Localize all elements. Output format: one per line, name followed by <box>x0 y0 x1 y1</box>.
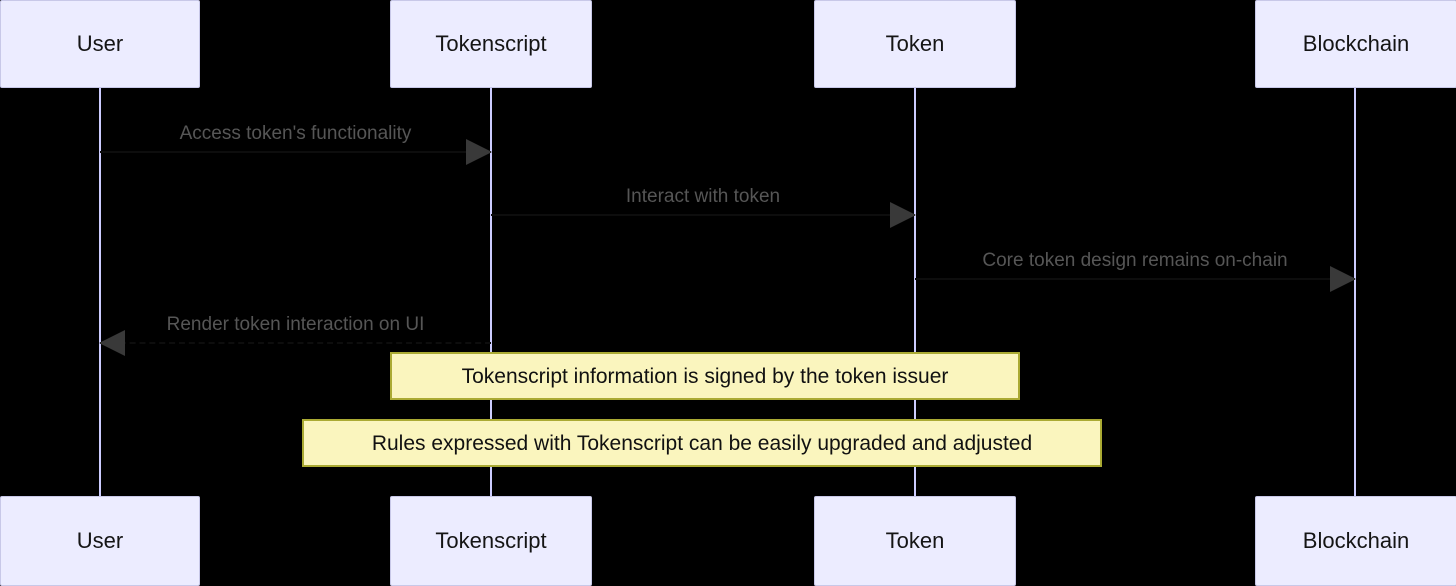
lifeline-user <box>99 88 101 498</box>
participant-blockchain-bottom[interactable]: Blockchain <box>1255 496 1456 586</box>
participant-user-top[interactable]: User <box>0 0 200 88</box>
participant-label-blockchain-bottom: Blockchain <box>1302 528 1410 553</box>
participant-label-blockchain-top: Blockchain <box>1302 31 1410 56</box>
participant-blockchain-top[interactable]: Blockchain <box>1255 0 1456 88</box>
message-label: Interact with token <box>625 186 781 207</box>
message-line <box>100 342 491 344</box>
participant-label-tokenscript-top: Tokenscript <box>435 31 547 56</box>
arrowhead-left-icon <box>99 330 125 356</box>
note-rules-upgraded-and-adjusted[interactable]: Rules expressed with Tokenscript can be … <box>302 419 1102 467</box>
note-text: Rules expressed with Tokenscript can be … <box>371 431 1033 455</box>
message-label: Access token's functionality <box>179 123 412 144</box>
message-label: Render token interaction on UI <box>166 314 425 335</box>
message-line <box>100 151 491 153</box>
lifeline-tokenscript <box>490 88 492 498</box>
participant-label-token-bottom: Token <box>885 528 945 553</box>
participant-label-user-top: User <box>76 31 124 56</box>
participant-user-bottom[interactable]: User <box>0 496 200 586</box>
arrowhead-right-icon <box>890 202 916 228</box>
participant-token-bottom[interactable]: Token <box>814 496 1016 586</box>
message-line <box>915 278 1355 280</box>
participant-label-token-top: Token <box>885 31 945 56</box>
lifeline-blockchain <box>1354 88 1356 498</box>
participant-label-user-bottom: User <box>76 528 124 553</box>
participant-label-tokenscript-bottom: Tokenscript <box>435 528 547 553</box>
note-signed-by-token-issuer[interactable]: Tokenscript information is signed by the… <box>390 352 1020 400</box>
message-label: Core token design remains on-chain <box>982 250 1288 271</box>
message-line <box>491 214 915 216</box>
lifeline-token <box>914 88 916 498</box>
participant-tokenscript-top[interactable]: Tokenscript <box>390 0 592 88</box>
participant-tokenscript-bottom[interactable]: Tokenscript <box>390 496 592 586</box>
arrowhead-right-icon <box>1330 266 1356 292</box>
note-text: Tokenscript information is signed by the… <box>461 364 949 388</box>
arrowhead-right-icon <box>466 139 492 165</box>
participant-token-top[interactable]: Token <box>814 0 1016 88</box>
